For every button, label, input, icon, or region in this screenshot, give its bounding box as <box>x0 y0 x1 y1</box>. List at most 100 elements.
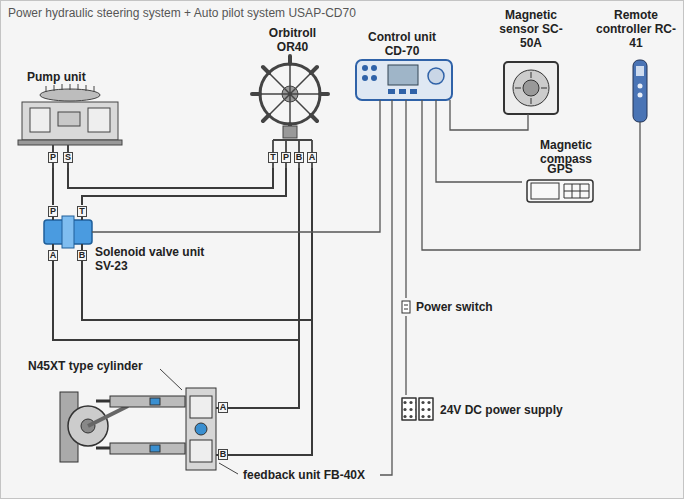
feedback-unit: feedback unit FB-40X <box>240 466 380 484</box>
pump-illustration <box>40 89 100 101</box>
control-unit-illustration <box>371 65 377 71</box>
magnetic-sensor-illustration <box>504 62 558 117</box>
cylinder-illustration <box>186 388 216 470</box>
magnetic-sensor-illustration <box>523 80 539 96</box>
component-label: Solenoid valve unit SV-23 <box>95 245 215 273</box>
leader-line <box>160 369 238 474</box>
control-unit-illustration <box>380 100 450 104</box>
port-label: A <box>48 250 58 261</box>
port-label: T <box>268 152 278 163</box>
cylinder-illustration <box>60 388 237 470</box>
cylinder-illustration <box>195 423 207 435</box>
remote-controller-illustration <box>636 66 644 76</box>
control-unit-illustration <box>362 75 368 81</box>
control-unit-illustration <box>410 89 417 94</box>
power-supply-symbol <box>402 398 416 420</box>
leader-line <box>219 463 238 474</box>
solenoid-valve-illustration <box>92 231 220 232</box>
steering-wheel-illustration <box>252 56 328 132</box>
port-label: B <box>218 449 228 460</box>
power-switch-symbol <box>404 305 408 309</box>
pump-illustration <box>46 84 94 92</box>
component-label: Power switch <box>416 300 493 314</box>
power-supply-symbol <box>402 398 416 420</box>
control-unit-illustration <box>388 89 395 94</box>
component-label: Magnetic sensor SC-50A <box>495 8 567 50</box>
magnetic-sensor: Magnetic sensor SC-50A <box>495 8 570 117</box>
cylinder-illustration <box>88 406 128 426</box>
port-label: B <box>77 250 87 261</box>
control-unit-illustration <box>399 89 406 94</box>
cylinder-illustration <box>216 408 237 455</box>
pump-illustration <box>58 112 80 126</box>
cylinder-illustration <box>110 396 185 407</box>
power-supply-symbol <box>419 398 433 420</box>
steering-wheel-illustration <box>283 126 297 138</box>
power-switch-symbol <box>402 301 410 313</box>
port-label: A <box>218 402 228 413</box>
remote-controller: Remote controller RC-41 <box>596 8 679 130</box>
power-supply-symbol <box>419 398 433 420</box>
pump-illustration <box>88 108 110 132</box>
component-label: N45XT type cylinder <box>28 359 143 373</box>
component-label: feedback unit FB-40X <box>243 468 365 482</box>
signal-cable <box>220 104 380 232</box>
solenoid-valve-illustration <box>53 217 82 277</box>
component-label: Control unit CD-70 <box>362 30 442 58</box>
power-switch-symbol <box>402 301 410 313</box>
remote-controller-illustration <box>633 60 647 122</box>
remote-controller-illustration <box>638 84 643 89</box>
control-unit-illustration <box>428 68 444 84</box>
orbitroll: Orbitroll OR40 <box>250 26 335 168</box>
signal-cable <box>450 104 528 130</box>
steering-cylinder: N45XT type cylinder <box>22 355 237 485</box>
pump-illustration <box>18 140 122 145</box>
magnetic-sensor-illustration <box>513 70 549 106</box>
port-label: T <box>77 206 87 217</box>
hydraulic-hose <box>82 168 286 205</box>
cylinder-illustration <box>190 396 212 418</box>
steering-wheel-illustration <box>252 56 328 168</box>
component-label: Pump unit <box>27 70 86 84</box>
port-label: P <box>281 152 291 163</box>
port-label: S <box>63 152 73 163</box>
cylinder-illustration <box>190 440 212 462</box>
control-unit-illustration <box>388 65 418 85</box>
gps-illustration <box>527 180 593 202</box>
solenoid-valve-illustration <box>62 216 74 248</box>
signal-cable <box>436 104 522 182</box>
control-unit-illustration <box>356 60 452 104</box>
component-label: 24V DC power supply <box>440 403 563 417</box>
magnetic-sensor-illustration <box>504 62 558 114</box>
signal-cable <box>405 104 406 298</box>
component-label: Remote controller RC-41 <box>596 8 676 50</box>
gps-unit: GPS <box>522 160 601 204</box>
control-unit-illustration <box>371 75 377 81</box>
cylinder-illustration <box>150 445 160 452</box>
part-label: Magnetic compass <box>540 138 604 166</box>
component-label: Orbitroll OR40 <box>260 26 325 54</box>
hydraulic-hose <box>52 168 54 205</box>
pump-illustration <box>22 102 118 140</box>
gps-illustration <box>527 180 593 202</box>
power-switch: Power switch <box>400 298 500 316</box>
hydraulic-hose <box>237 168 299 408</box>
cylinder-illustration <box>110 443 185 454</box>
power-supply-symbol <box>402 398 433 420</box>
signal-cable <box>422 104 640 250</box>
hydraulic-hose <box>68 168 273 188</box>
solenoid-valve: Solenoid valve unit SV-23 <box>40 205 220 277</box>
cylinder-illustration <box>96 401 110 448</box>
cylinder-illustration <box>150 398 160 405</box>
control-unit-illustration <box>356 60 452 100</box>
pump-illustration <box>18 84 122 168</box>
diagram-title: Power hydraulic steering system + Auto p… <box>8 6 356 20</box>
remote-controller-illustration <box>639 122 640 130</box>
solenoid-valve-illustration <box>44 216 220 277</box>
signal-cable <box>380 104 392 475</box>
pump-illustration <box>30 108 50 132</box>
port-label: P <box>48 152 58 163</box>
